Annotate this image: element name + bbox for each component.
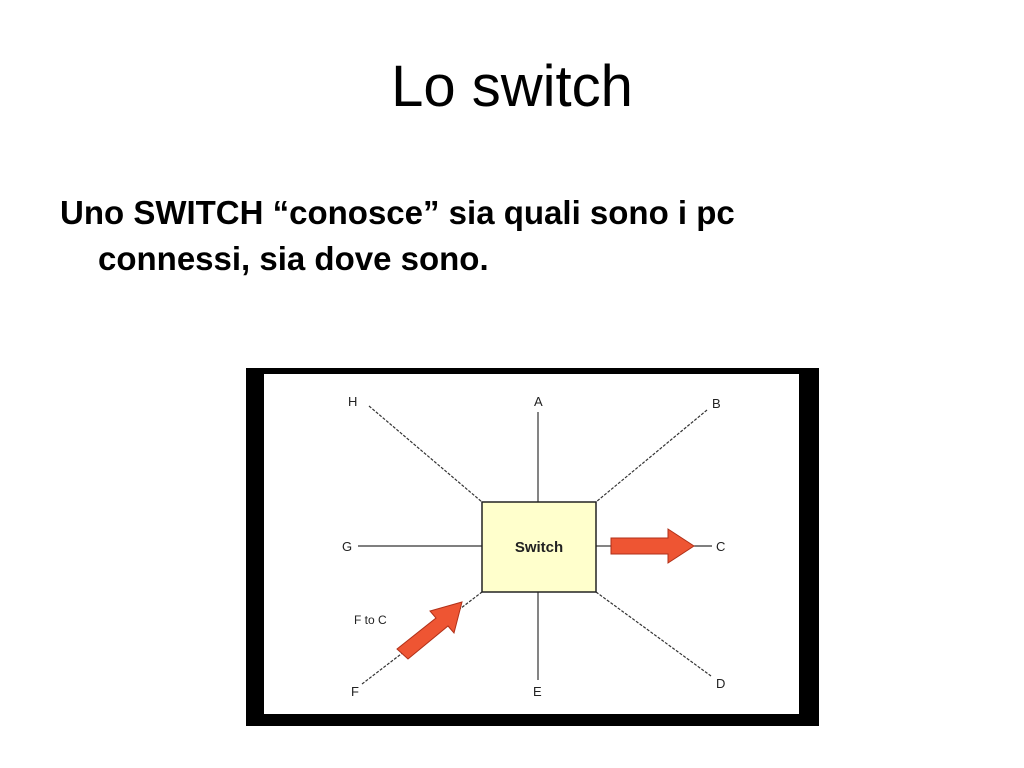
- link-h: [368, 405, 483, 503]
- node-c-label: C: [716, 539, 725, 554]
- node-e-label: E: [533, 684, 542, 699]
- diagram-svg: Switch A B C D E F G H F to C: [342, 394, 725, 699]
- arrow-from-f-icon: [396, 601, 463, 660]
- node-f-label: F: [351, 684, 359, 699]
- link-b: [595, 409, 708, 503]
- node-h-label: H: [348, 394, 357, 409]
- link-d: [595, 591, 712, 677]
- bullet-text: Uno SWITCH “conosce” sia quali sono i pc…: [60, 190, 940, 282]
- node-g-label: G: [342, 539, 352, 554]
- arrow-to-c-icon: [610, 528, 695, 564]
- path-label-f-to-c: F to C: [354, 613, 387, 627]
- node-b-label: B: [712, 396, 721, 411]
- switch-diagram-frame: Switch A B C D E F G H F to C: [246, 368, 819, 726]
- switch-box: [481, 501, 597, 593]
- bullet-line-2: connessi, sia dove sono.: [98, 240, 489, 277]
- node-a-label: A: [534, 394, 543, 409]
- switch-label: Switch: [515, 539, 563, 556]
- link-f: [361, 591, 483, 685]
- slide-title: Lo switch: [391, 54, 633, 119]
- switch-diagram: Switch A B C D E F G H F to C: [264, 374, 799, 714]
- node-d-label: D: [716, 676, 725, 691]
- bullet-line-1: Uno SWITCH “conosce” sia quali sono i pc: [60, 194, 735, 231]
